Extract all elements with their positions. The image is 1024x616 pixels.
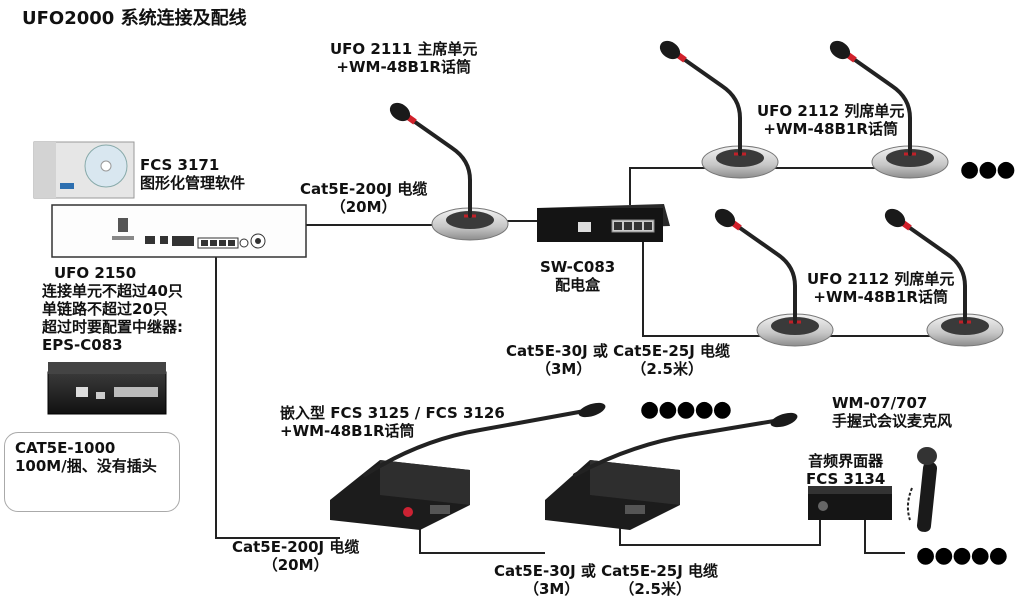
controller-limit-link: 单链路不超过20只 xyxy=(42,300,168,318)
controller-repeater-model: EPS-C083 xyxy=(42,336,123,354)
chairman-mic: +WM-48B1R话筒 xyxy=(336,58,471,76)
cable-main-model: Cat5E-200J 电缆 xyxy=(300,180,428,198)
cable-roll-model: CAT5E-1000 xyxy=(15,439,116,457)
controller-repeater-note: 超过时要配置中继器: xyxy=(42,318,183,336)
distributor-box xyxy=(537,204,670,242)
delegate-mid-mic: +WM-48B1R话筒 xyxy=(813,288,948,306)
cable-bottom-left-length: （20M） xyxy=(262,556,329,574)
audio-interface-model: FCS 3134 xyxy=(806,470,886,488)
delegate-top-mic: +WM-48B1R话筒 xyxy=(763,120,898,138)
chairman-label: UFO 2111 主席单元 +WM-48B1R话筒 xyxy=(330,40,477,76)
cable-short-top-label: Cat5E-30J 或 Cat5E-25J 电缆 （3M） （2.5米） xyxy=(506,342,730,378)
cable-main-label: Cat5E-200J 电缆 （20M） xyxy=(300,180,427,216)
cable-bottom-left-model: Cat5E-200J 电缆 xyxy=(232,538,360,556)
delegate-top-model: UFO 2112 列席单元 xyxy=(757,102,905,120)
chairman-model: UFO 2111 主席单元 xyxy=(330,40,478,58)
embedded-mic: +WM-48B1R话筒 xyxy=(280,422,415,440)
cable-bottom-mid-len-b: （2.5米） xyxy=(619,580,691,598)
cable-roll-desc: 100M/捆、没有插头 xyxy=(15,457,157,475)
page-title: UFO2000 系统连接及配线 xyxy=(22,8,247,29)
delegate-top-label: UFO 2112 列席单元 +WM-48B1R话筒 xyxy=(757,102,904,138)
controller-unit xyxy=(51,204,307,258)
controller-model: UFO 2150 xyxy=(54,264,137,282)
distributor-desc: 配电盒 xyxy=(555,276,601,294)
software-package xyxy=(33,141,135,199)
cable-short-top-len-a: （3M） xyxy=(536,360,592,378)
cable-short-top-models: Cat5E-30J 或 Cat5E-25J 电缆 xyxy=(506,342,730,360)
distributor-label: SW-C083 配电盒 xyxy=(540,258,615,294)
distributor-model: SW-C083 xyxy=(540,258,616,276)
audio-interface-label: 音频界面器 FCS 3134 xyxy=(806,452,885,488)
software-label: FCS 3171 图形化管理软件 xyxy=(140,156,245,192)
cable-bottom-left-label: Cat5E-200J 电缆 （20M） xyxy=(232,538,359,574)
software-desc: 图形化管理软件 xyxy=(140,174,246,192)
audio-interface-desc: 音频界面器 xyxy=(808,452,884,470)
delegate-mid-model: UFO 2112 列席单元 xyxy=(807,270,955,288)
cable-bottom-mid-len-a: （3M） xyxy=(524,580,580,598)
handheld-desc: 手握式会议麦克风 xyxy=(832,412,953,430)
audio-interface-box xyxy=(808,486,892,520)
controller-limit-total: 连接单元不超过40只 xyxy=(42,282,183,300)
cable-roll-callout: CAT5E-1000 100M/捆、没有插头 xyxy=(4,432,180,512)
controller-label: UFO 2150 连接单元不超过40只 单链路不超过20只 超过时要配置中继器:… xyxy=(42,264,183,354)
cable-short-top-len-b: （2.5米） xyxy=(631,360,703,378)
embedded-unit-1 xyxy=(330,402,606,530)
handheld-microphone xyxy=(916,447,938,532)
cable-main-length: （20M） xyxy=(330,198,397,216)
embedded-model: 嵌入型 FCS 3125 / FCS 3126 xyxy=(280,404,505,422)
continuation-dots-embedded: ●●●●● xyxy=(640,397,732,422)
delegate-mid-label: UFO 2112 列席单元 +WM-48B1R话筒 xyxy=(807,270,954,306)
cable-lines xyxy=(215,167,935,554)
repeater-unit xyxy=(47,362,167,415)
cable-bottom-mid-label: Cat5E-30J 或 Cat5E-25J 电缆 （3M） （2.5米） xyxy=(494,562,718,598)
software-model: FCS 3171 xyxy=(140,156,220,174)
handheld-label: WM-07/707 手握式会议麦克风 xyxy=(832,394,952,430)
embedded-unit-2 xyxy=(545,412,798,530)
continuation-dots-bottom: ●●●●● xyxy=(916,543,1008,568)
embedded-label: 嵌入型 FCS 3125 / FCS 3126 +WM-48B1R话筒 xyxy=(280,404,505,440)
continuation-dots-top: ●●● xyxy=(960,157,1016,182)
chairman-microphone xyxy=(386,99,508,240)
cable-bottom-mid-models: Cat5E-30J 或 Cat5E-25J 电缆 xyxy=(494,562,718,580)
handheld-model: WM-07/707 xyxy=(832,394,928,412)
